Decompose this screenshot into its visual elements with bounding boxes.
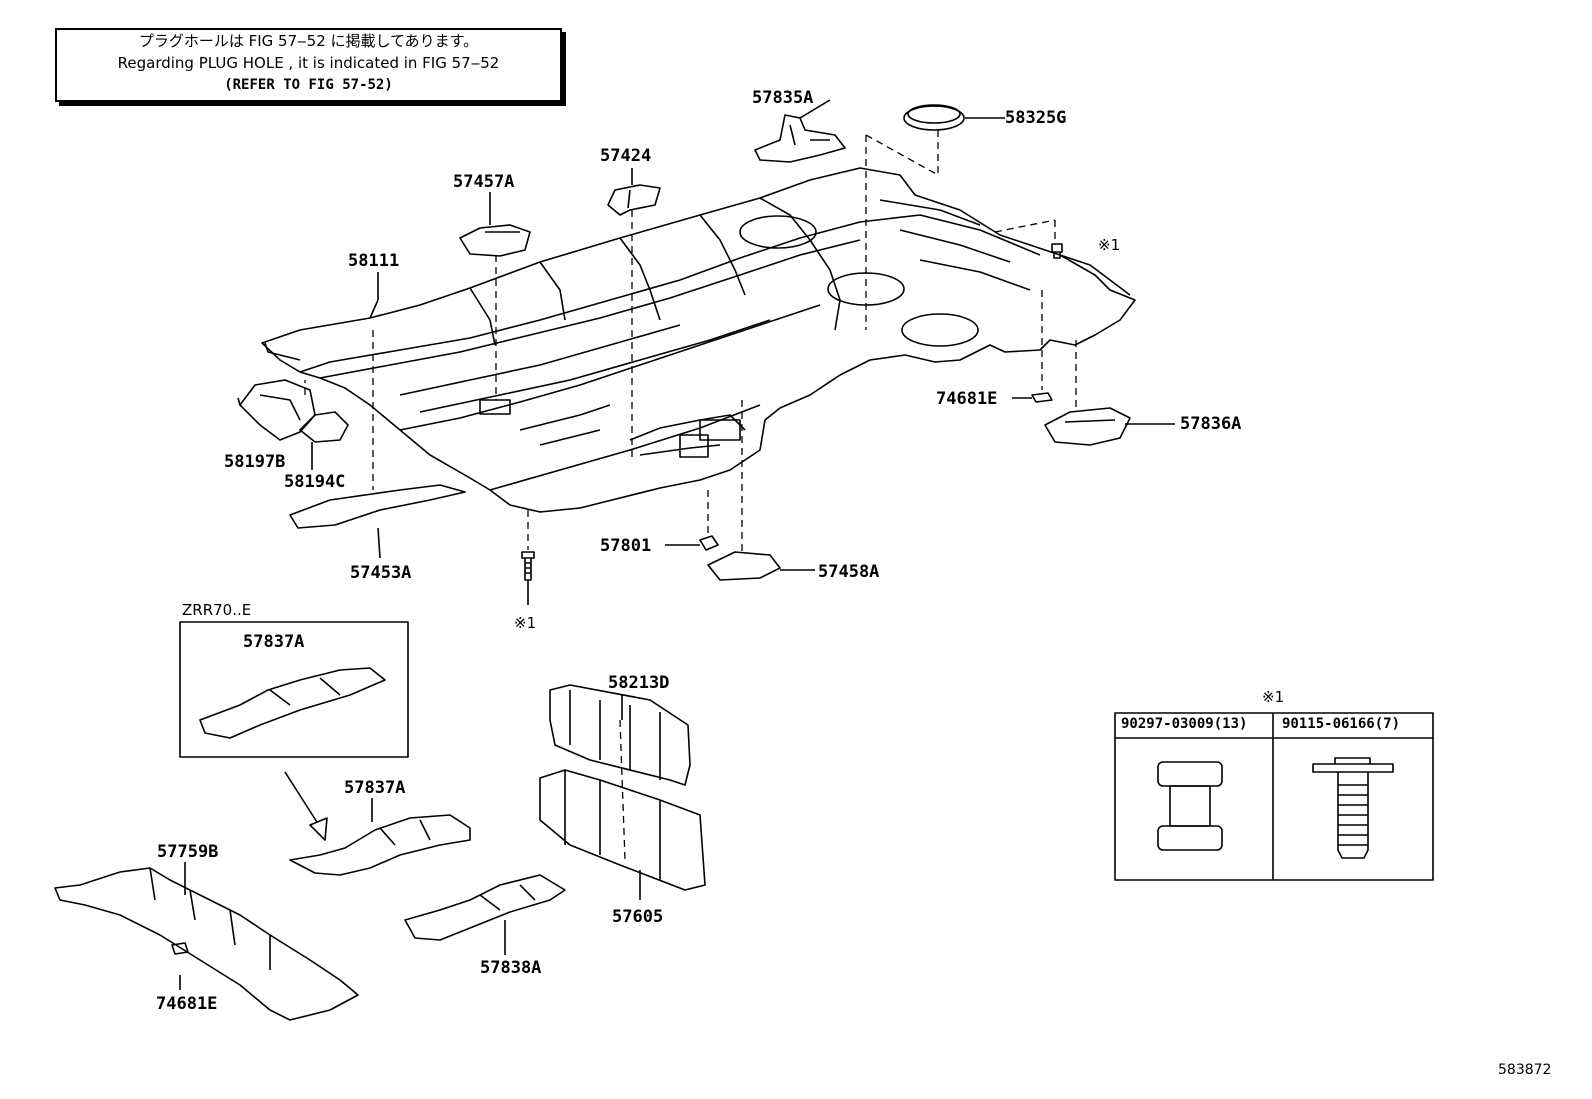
- table-ref-mark: ※1: [1262, 688, 1285, 706]
- label-57837A-box: 57837A: [243, 632, 305, 652]
- label-57424: 57424: [600, 146, 652, 166]
- label-58325G: 58325G: [1005, 108, 1067, 128]
- part-57836A: [1044, 407, 1131, 446]
- variant-box: [179, 621, 409, 758]
- part-58197B: [239, 379, 316, 441]
- plug-hole-note: プラグホールは FIG 57‒52 に掲載してあります。 Regarding P…: [55, 28, 562, 102]
- label-74681E-top: 74681E: [936, 389, 998, 409]
- note-line-en: Regarding PLUG HOLE , it is indicated in…: [117, 54, 500, 72]
- part-57605: [539, 769, 706, 891]
- part-57453A: [289, 484, 466, 529]
- bolt-ref1-bottom: [521, 551, 535, 581]
- part-57424: [607, 184, 661, 216]
- label-57457A: 57457A: [453, 172, 515, 192]
- table-col-bolt: 90115-06166(7): [1282, 716, 1401, 732]
- clip-90297-icon: [1157, 761, 1223, 851]
- part-57457A: [459, 224, 531, 257]
- label-57605: 57605: [612, 907, 664, 927]
- part-58325G: [903, 105, 965, 131]
- label-ref1-right: ※1: [1098, 236, 1121, 254]
- figure-id: 583872: [1498, 1062, 1552, 1078]
- bolt-90115-icon: [1312, 757, 1394, 859]
- label-57835A: 57835A: [752, 88, 814, 108]
- label-57836A: 57836A: [1180, 414, 1242, 434]
- table-col-clip: 90297-03009(13): [1121, 716, 1248, 732]
- part-57458A: [707, 551, 781, 581]
- label-57759B: 57759B: [157, 842, 219, 862]
- label-74681E-bottom: 74681E: [156, 994, 218, 1014]
- label-zrr70e: ZRR70..E: [182, 601, 252, 619]
- part-74681E-top: [1031, 392, 1053, 403]
- label-58111: 58111: [348, 251, 400, 271]
- label-58194C: 58194C: [284, 472, 346, 492]
- label-58213D: 58213D: [608, 673, 670, 693]
- part-57838A: [404, 874, 566, 941]
- label-57801: 57801: [600, 536, 652, 556]
- label-57458A: 57458A: [818, 562, 880, 582]
- label-58197B: 58197B: [224, 452, 286, 472]
- fastener-table: [1114, 712, 1434, 881]
- arrow: [284, 771, 323, 831]
- part-58213D: [549, 684, 691, 786]
- label-57837A: 57837A: [344, 778, 406, 798]
- label-57453A: 57453A: [350, 563, 412, 583]
- part-74681E-bottom: [171, 942, 189, 955]
- part-57837A-box: [199, 667, 386, 739]
- part-57759B: [54, 867, 359, 1021]
- part-57835A: [754, 114, 846, 163]
- part-57801: [699, 535, 719, 551]
- label-57838A: 57838A: [480, 958, 542, 978]
- clip-ref1-right: [1051, 243, 1063, 259]
- floor-pan-58111: [261, 167, 1136, 513]
- part-57837A: [289, 814, 471, 876]
- part-58194C: [299, 411, 349, 443]
- label-ref1-bottom: ※1: [514, 614, 537, 632]
- note-line-ref: (REFER TO FIG 57-52): [224, 77, 393, 93]
- note-line-ja: プラグホールは FIG 57‒52 に掲載してあります。: [138, 32, 479, 50]
